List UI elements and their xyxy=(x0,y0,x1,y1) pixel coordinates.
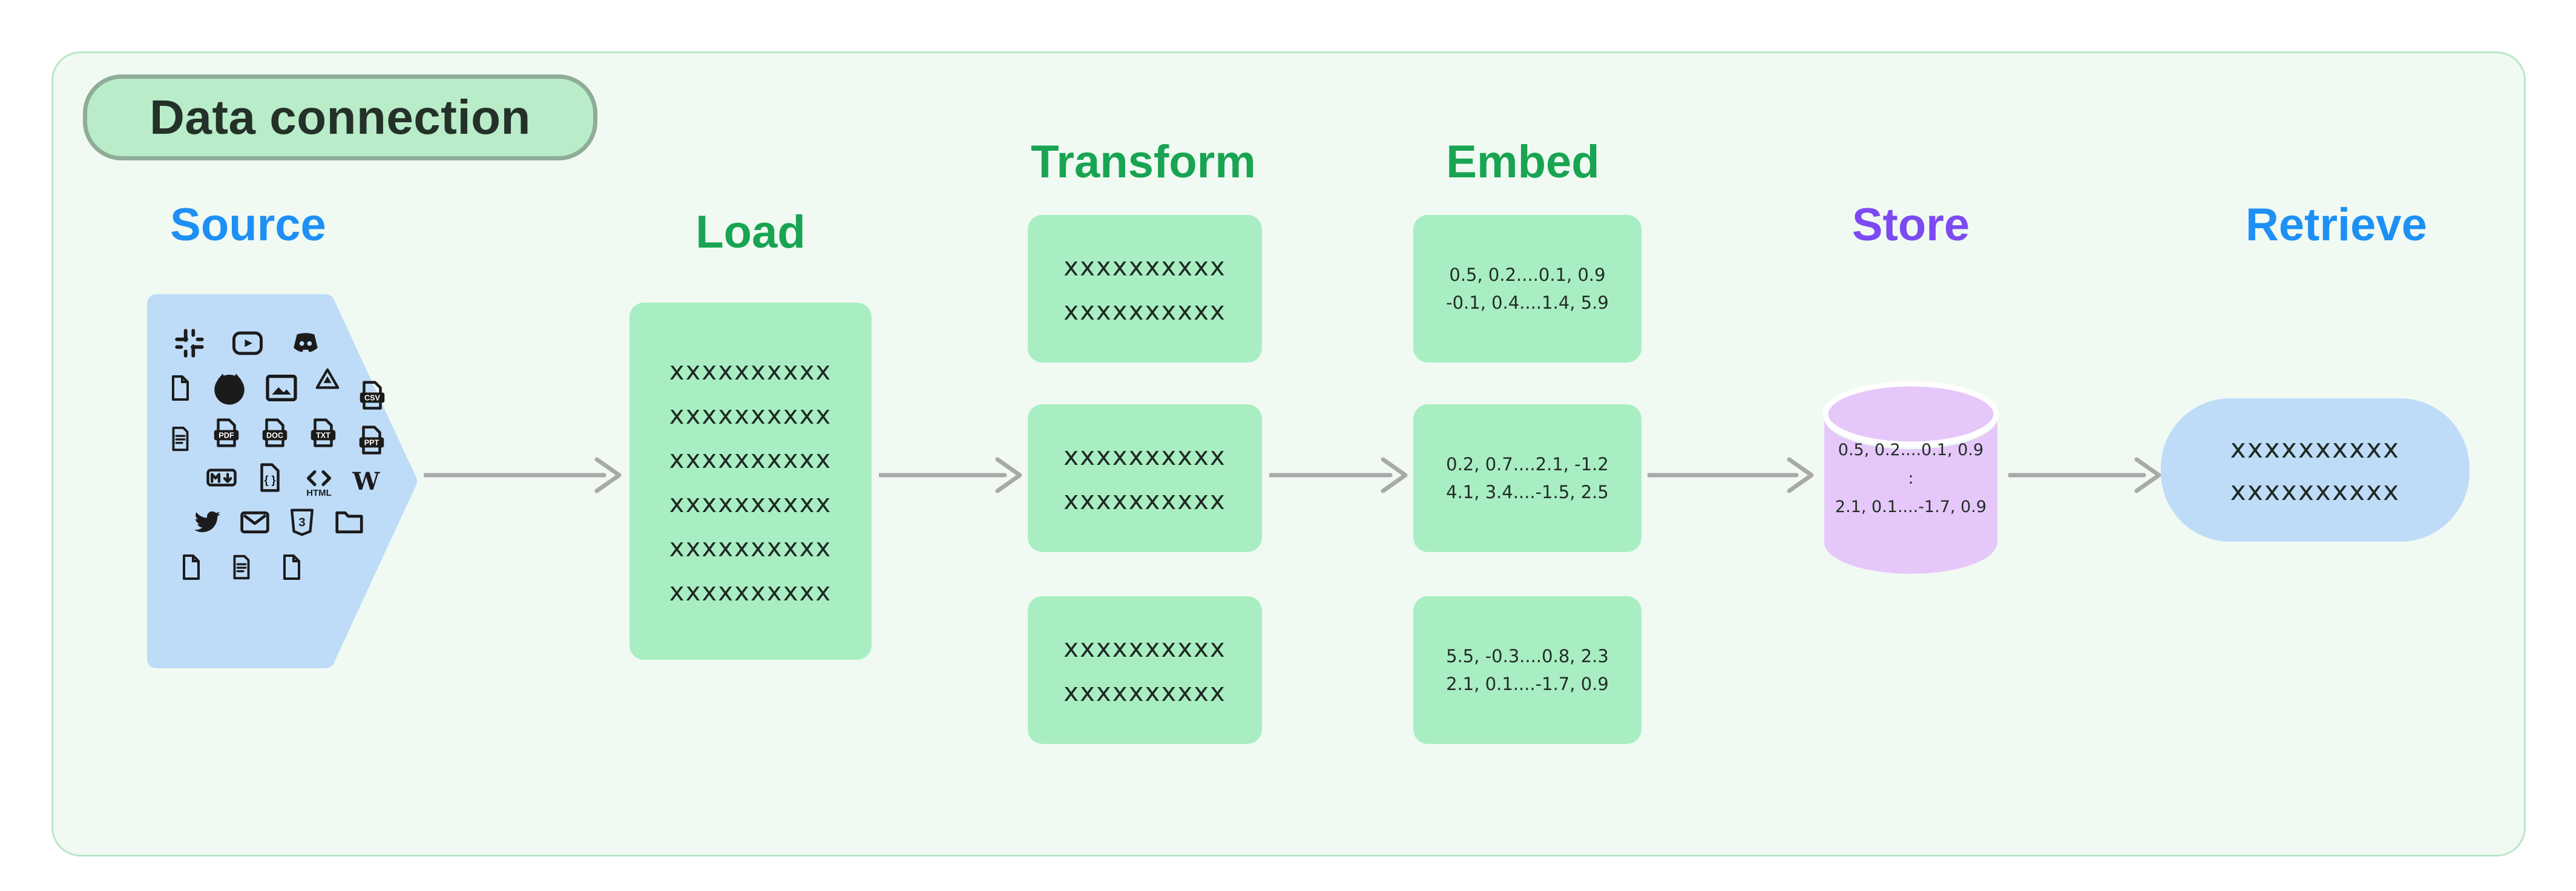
document-text-line: xxxxxxxxxx xyxy=(669,400,832,430)
flow-arrow-store-retrieve xyxy=(2007,452,2162,498)
file-icon xyxy=(177,553,206,582)
folder-icon xyxy=(333,506,366,539)
svg-text:PDF: PDF xyxy=(218,432,234,440)
arrow-icon xyxy=(878,457,1022,493)
chunk-text-line: xxxxxxxxxx xyxy=(1063,677,1226,707)
section-title-retrieve: Retrieve xyxy=(2246,199,2427,251)
title-badge-label: Data connection xyxy=(150,90,531,144)
flow-arrow-load-transform xyxy=(878,452,1023,498)
csv-file-icon: CSV xyxy=(356,379,389,412)
transform-box: xxxxxxxxxx xxxxxxxxxx xyxy=(1028,215,1262,363)
slack-icon xyxy=(173,327,206,360)
source-icon-row: 3 xyxy=(154,504,401,541)
pdf-file-icon: PDF xyxy=(210,416,243,449)
embed-box: 0.5, 0.2....0.1, 0.9 -0.1, 0.4....1.4, 5.… xyxy=(1413,215,1641,363)
svg-text:TXT: TXT xyxy=(316,432,330,440)
image-icon xyxy=(264,370,299,406)
youtube-icon xyxy=(231,327,264,360)
svg-text:{ }: { } xyxy=(264,474,275,486)
section-title-transform: Transform xyxy=(1031,136,1256,188)
svg-text:W: W xyxy=(352,467,381,496)
source-icon-row xyxy=(154,549,401,585)
doc-file-icon: DOC xyxy=(258,416,291,449)
document-text-line: xxxxxxxxxx xyxy=(669,488,832,518)
arrow-icon xyxy=(2007,457,2161,493)
chunk-text-line: xxxxxxxxxx xyxy=(1063,441,1226,471)
source-shape: CSV PDF DOC TXT PPT { } HTML W 3 xyxy=(144,294,418,669)
flow-arrow-embed-store xyxy=(1646,452,1815,498)
chunk-text-line: xxxxxxxxxx xyxy=(1063,633,1226,663)
document-text-line: xxxxxxxxxx xyxy=(669,444,832,474)
embed-box: 0.2, 0.7....2.1, -1.2 4.1, 3.4....-1.5, 2… xyxy=(1413,404,1641,552)
document-text-line: xxxxxxxxxx xyxy=(669,356,832,386)
section-title-embed: Embed xyxy=(1446,136,1600,188)
transform-box: xxxxxxxxxx xxxxxxxxxx xyxy=(1028,404,1262,552)
store-vector-text: 0.5, 0.2....0.1, 0.9: 2.1, 0.1....-1.7, 0… xyxy=(1821,436,2001,521)
embedding-vector-line: 2.1, 0.1....-1.7, 0.9 xyxy=(1446,674,1609,694)
store-cylinder-shape xyxy=(1822,381,1999,574)
diagram-panel xyxy=(51,51,2526,856)
note-icon xyxy=(166,425,194,453)
embedding-vector-line: 4.1, 3.4....-1.5, 2.5 xyxy=(1446,482,1609,502)
embedding-vector-line: 0.5, 0.2....0.1, 0.9 xyxy=(1449,265,1606,285)
source-icon-grid: CSV PDF DOC TXT PPT { } HTML W 3 xyxy=(154,325,401,594)
chunk-text-line: xxxxxxxxxx xyxy=(1063,485,1226,515)
section-title-load: Load xyxy=(695,206,806,258)
title-badge: Data connection xyxy=(83,74,597,160)
svg-text:HTML: HTML xyxy=(306,488,331,498)
flow-arrow-transform-embed xyxy=(1268,452,1408,498)
discord-icon xyxy=(289,327,322,360)
chunk-text-line: xxxxxxxxxx xyxy=(1063,252,1226,281)
svg-text:CSV: CSV xyxy=(364,394,380,403)
svg-text:PPT: PPT xyxy=(364,439,380,447)
embedding-vector-line: 0.2, 0.7....2.1, -1.2 xyxy=(1446,454,1609,475)
source-icon-row xyxy=(154,325,401,361)
stored-vector-line: : xyxy=(1908,469,1914,488)
json-file-icon: { } xyxy=(254,461,286,494)
svg-text:DOC: DOC xyxy=(266,432,283,440)
google-drive-icon xyxy=(314,366,341,393)
embedding-vector-line: -0.1, 0.4....1.4, 5.9 xyxy=(1446,292,1609,313)
github-icon xyxy=(209,368,249,408)
document-text-line: xxxxxxxxxx xyxy=(669,577,832,607)
arrow-icon xyxy=(1646,457,1814,493)
arrow-icon xyxy=(422,457,622,493)
arrow-icon xyxy=(1268,457,1408,493)
source-icon-row: CSV xyxy=(154,368,401,410)
stored-vector-line: 0.5, 0.2....0.1, 0.9 xyxy=(1838,441,1984,459)
wikipedia-icon: W xyxy=(352,467,381,496)
html-icon: HTML xyxy=(302,465,336,499)
markdown-icon xyxy=(205,461,238,494)
store-cylinder: 0.5, 0.2....0.1, 0.9: 2.1, 0.1....-1.7, 0… xyxy=(1821,380,2001,580)
file-icon xyxy=(277,553,306,582)
source-icon-row: PDF DOC TXT PPT xyxy=(154,415,401,455)
load-box: xxxxxxxxxx xxxxxxxxxx xxxxxxxxxx xxxxxxxxxx… xyxy=(629,303,872,660)
retrieved-text-line: xxxxxxxxxx xyxy=(2230,433,2400,464)
retrieved-text-line: xxxxxxxxxx xyxy=(2230,475,2400,507)
chunk-text-line: xxxxxxxxxx xyxy=(1063,296,1226,326)
section-title-source: Source xyxy=(170,199,326,251)
document-text-line: xxxxxxxxxx xyxy=(669,533,832,562)
stored-vector-line: 2.1, 0.1....-1.7, 0.9 xyxy=(1835,498,1987,516)
twitter-icon xyxy=(189,505,224,540)
source-icon-row: { } HTML W xyxy=(169,459,416,499)
embed-box: 5.5, -0.3....0.8, 2.3 2.1, 0.1....-1.7, 0… xyxy=(1413,596,1641,744)
embedding-vector-line: 5.5, -0.3....0.8, 2.3 xyxy=(1446,646,1609,666)
ppt-file-icon: PPT xyxy=(355,424,388,456)
note-icon xyxy=(228,553,255,581)
svg-text:3: 3 xyxy=(298,516,305,529)
transform-box: xxxxxxxxxx xxxxxxxxxx xyxy=(1028,596,1262,744)
email-icon xyxy=(238,506,271,539)
flow-arrow-source-load xyxy=(422,452,622,498)
file-icon xyxy=(166,373,195,403)
css3-icon: 3 xyxy=(286,506,318,539)
section-title-store: Store xyxy=(1852,199,1970,251)
txt-file-icon: TXT xyxy=(307,416,340,449)
retrieve-box: xxxxxxxxxx xxxxxxxxxx xyxy=(2161,398,2469,542)
